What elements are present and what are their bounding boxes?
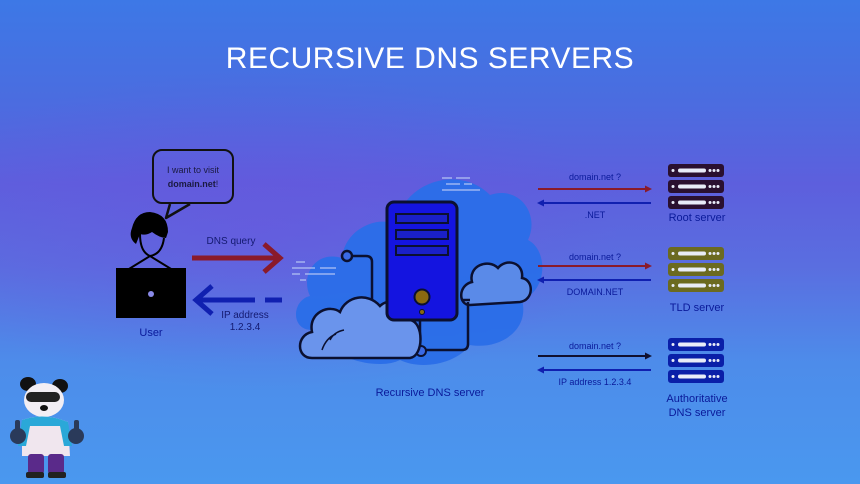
- dns-query-label: DNS query: [206, 236, 256, 247]
- panda-mascot-icon: [8, 376, 90, 480]
- auth-query-label: domain.net ?: [568, 341, 622, 351]
- tld-response-label: DOMAIN.NET: [566, 287, 624, 297]
- connector-lines: [340, 249, 470, 352]
- ip-address-label: IP address: [221, 310, 269, 321]
- speech-bubble: I want to visit domain.net!: [152, 149, 234, 204]
- dns-query-arrow: [192, 242, 284, 274]
- auth-response-label: IP address 1.2.3.4: [558, 377, 632, 387]
- root-server-rack-icon: [668, 164, 724, 209]
- auth-response-arrow: [537, 366, 651, 374]
- auth-server-label-1: Authoritative: [666, 393, 728, 405]
- speech-domain: domain.net: [167, 178, 216, 189]
- root-query-arrow: [538, 185, 652, 193]
- root-response-arrow: [537, 199, 651, 207]
- laptop-icon: [116, 268, 186, 318]
- tld-server-rack-icon: [668, 247, 724, 292]
- auth-server-label-2: DNS server: [668, 407, 726, 419]
- root-response-label: .NET: [584, 210, 606, 220]
- user-label: User: [139, 327, 163, 339]
- small-cloud-right-icon: [460, 261, 532, 307]
- auth-server-rack-icon: [668, 338, 724, 383]
- recursive-server-icon: [385, 200, 459, 322]
- tld-response-arrow: [537, 276, 651, 284]
- root-server-label: Root server: [668, 212, 726, 224]
- root-query-label: domain.net ?: [568, 172, 622, 182]
- speech-suffix: !: [215, 178, 219, 189]
- auth-query-arrow: [538, 352, 652, 360]
- page-title: RECURSIVE DNS SERVERS: [225, 42, 635, 75]
- recursive-server-label: Recursive DNS server: [375, 387, 485, 399]
- tld-query-label: domain.net ?: [568, 252, 622, 262]
- speech-line-1: I want to visit: [166, 164, 220, 175]
- user-icon: [123, 212, 177, 273]
- tld-server-label: TLD server: [669, 302, 725, 314]
- tld-query-arrow: [538, 262, 652, 270]
- ip-response-arrow: [192, 284, 282, 316]
- ip-address-value: 1.2.3.4: [229, 322, 261, 333]
